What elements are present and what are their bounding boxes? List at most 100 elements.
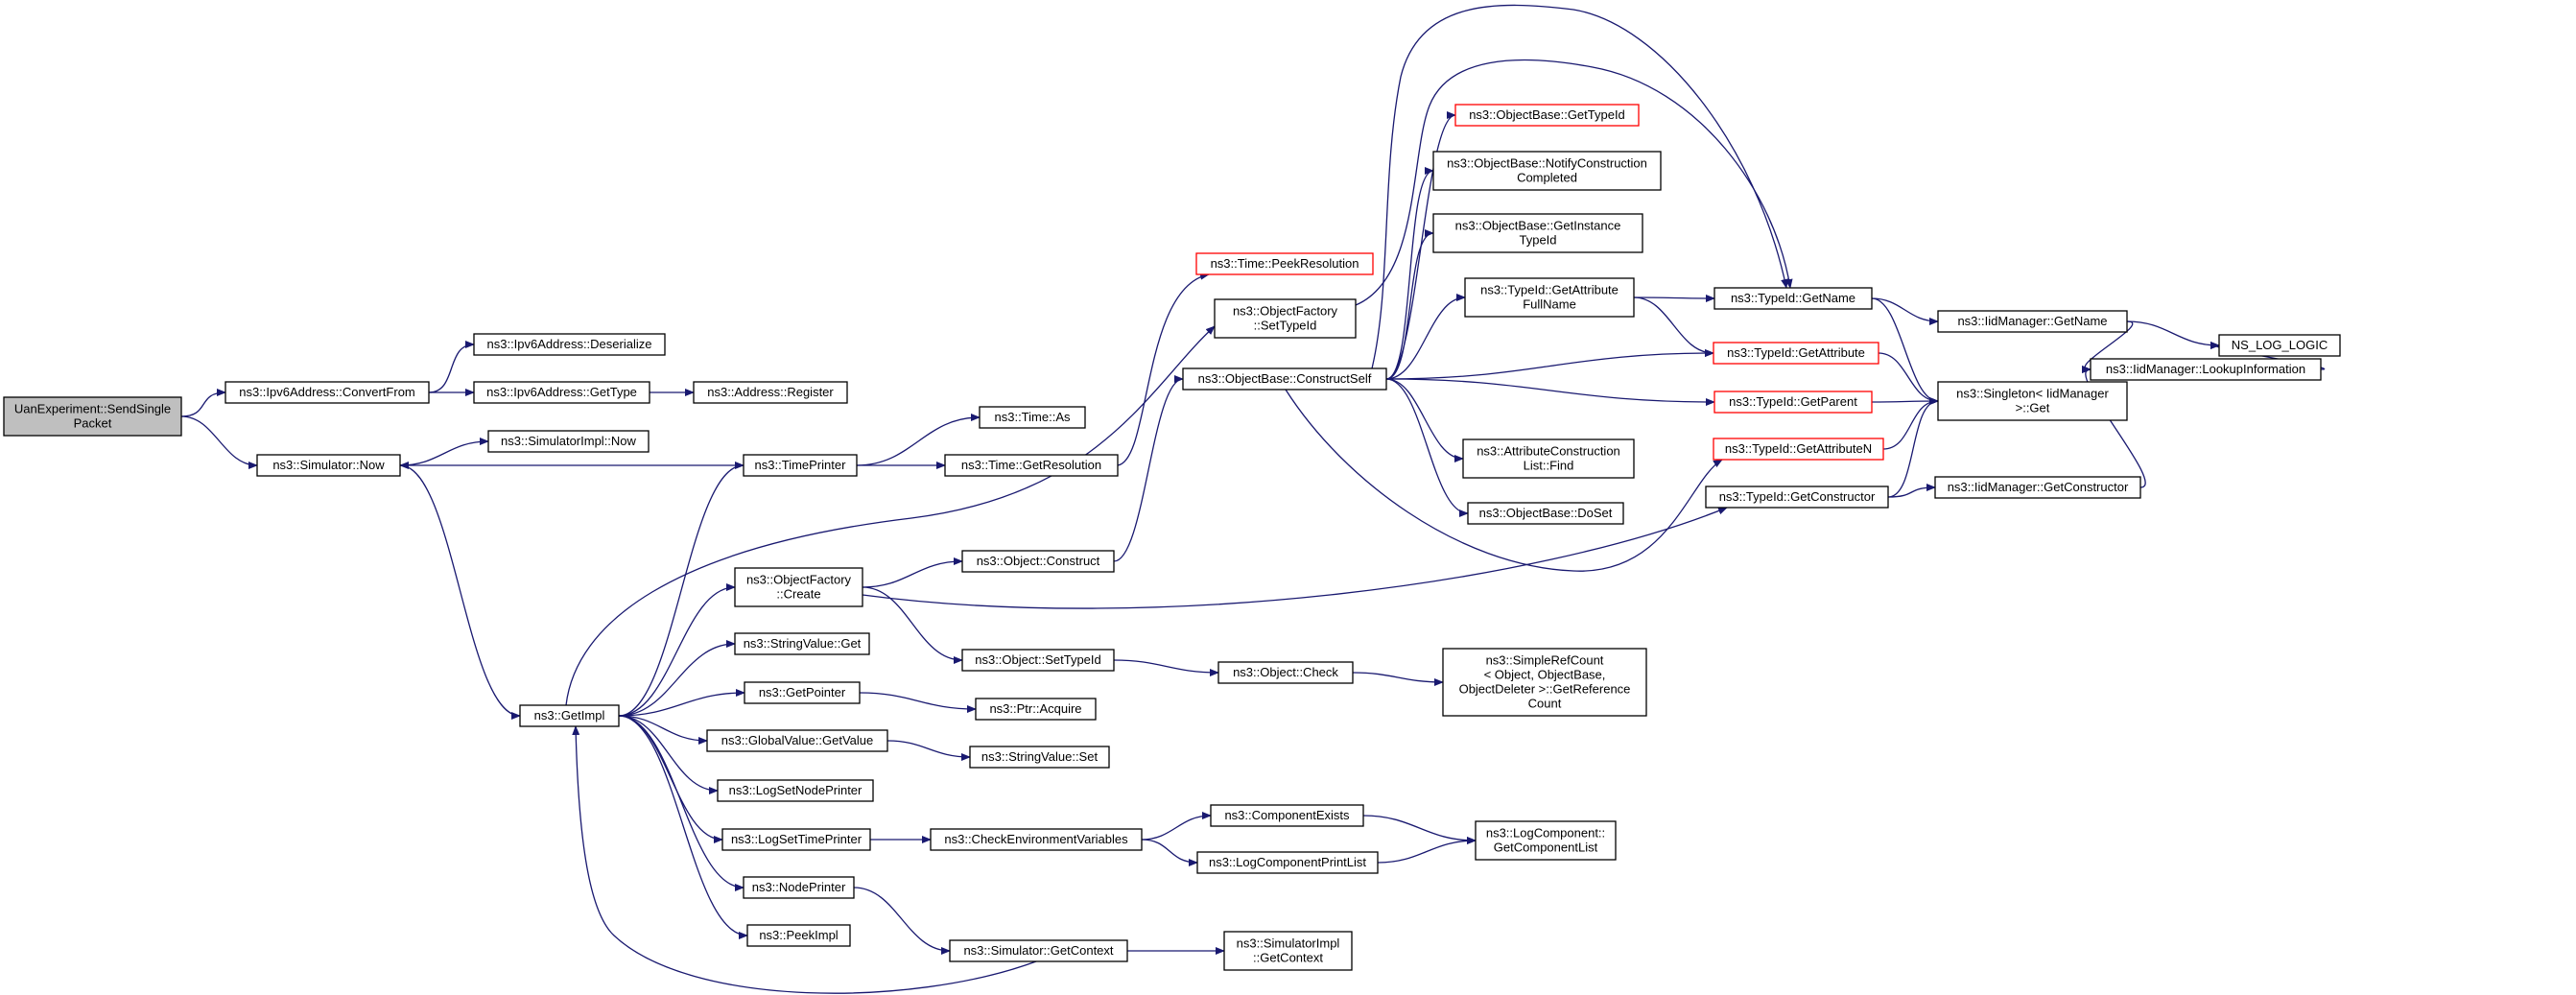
call-edge-ofCreate-to-objSetTypeId bbox=[862, 586, 963, 664]
node-getAttributeN[interactable]: ns3::TypeId::GetAttributeN bbox=[1713, 438, 1884, 461]
node-objSetTypeId[interactable]: ns3::Object::SetTypeId bbox=[961, 649, 1115, 672]
node-label: ns3::Object::SetTypeId bbox=[975, 652, 1101, 667]
node-box bbox=[743, 876, 855, 899]
node-box bbox=[734, 567, 863, 607]
node-label: >::Get bbox=[2016, 401, 2050, 415]
node-timePrinter[interactable]: ns3::TimePrinter bbox=[743, 454, 858, 477]
node-timeGetRes[interactable]: ns3::Time::GetResolution bbox=[944, 454, 1119, 477]
node-label: ns3::LogComponent:: bbox=[1486, 826, 1605, 841]
node-objCheck[interactable]: ns3::Object::Check bbox=[1217, 661, 1354, 684]
call-edge-ofCreate-to-getConstructor bbox=[862, 507, 1728, 609]
node-getImpl[interactable]: ns3::GetImpl bbox=[519, 704, 620, 727]
call-edge-objSetTypeId-to-objCheck bbox=[1113, 659, 1219, 676]
node-box bbox=[930, 828, 1143, 851]
call-edge-objCheck-to-simpleRefCount bbox=[1352, 672, 1444, 686]
node-constructSelf[interactable]: ns3::ObjectBase::ConstructSelf bbox=[1182, 367, 1387, 391]
node-checkEnv[interactable]: ns3::CheckEnvironmentVariables bbox=[930, 828, 1143, 851]
node-nsLogLogic[interactable]: NS_LOG_LOGIC bbox=[2218, 334, 2341, 357]
node-addrRegister[interactable]: ns3::Address::Register bbox=[693, 381, 848, 404]
node-getConstructor[interactable]: ns3::TypeId::GetConstructor bbox=[1705, 486, 1889, 509]
node-label: ns3::StringValue::Set bbox=[981, 749, 1099, 764]
edge-line bbox=[180, 415, 258, 469]
node-label: NS_LOG_LOGIC bbox=[2232, 338, 2328, 352]
call-edge-timePrinter-to-timeAs bbox=[856, 414, 981, 466]
edge-line bbox=[618, 715, 748, 939]
call-edge-typeIdGetName-to-iidGetName bbox=[1871, 297, 1939, 325]
node-iidGetName[interactable]: ns3::IidManager::GetName bbox=[1937, 310, 2128, 333]
call-edge-ofCreate-to-objConstruct bbox=[862, 557, 963, 588]
call-edge-getPointer-to-ptrAcquire bbox=[859, 692, 977, 713]
edge-line bbox=[1113, 659, 1219, 676]
node-notifyConstruction[interactable]: ns3::ObjectBase::NotifyConstructionCompl… bbox=[1432, 151, 1662, 191]
node-logCompPrintList[interactable]: ns3::LogComponentPrintList bbox=[1196, 851, 1379, 874]
node-box bbox=[473, 333, 666, 356]
call-edge-getImpl-to-ofSetTypeId bbox=[565, 325, 1216, 706]
node-getParent[interactable]: ns3::TypeId::GetParent bbox=[1713, 391, 1873, 414]
node-stringGet[interactable]: ns3::StringValue::Get bbox=[734, 632, 870, 655]
call-edge-simNow-to-simImplNow bbox=[399, 438, 489, 466]
node-ofSetTypeId[interactable]: ns3::ObjectFactory::SetTypeId bbox=[1214, 298, 1357, 339]
node-getAttribute[interactable]: ns3::TypeId::GetAttribute bbox=[1713, 342, 1879, 365]
node-simpleRefCount[interactable]: ns3::SimpleRefCount< Object, ObjectBase,… bbox=[1442, 648, 1647, 717]
node-logSetNodePrinter[interactable]: ns3::LogSetNodePrinter bbox=[717, 779, 874, 802]
edge-line bbox=[618, 715, 719, 794]
node-label: ns3::Singleton< IidManager bbox=[1956, 387, 2109, 401]
edge-line bbox=[572, 725, 1037, 994]
node-convertFrom[interactable]: ns3::Ipv6Address::ConvertFrom bbox=[225, 381, 430, 404]
node-ptrAcquire[interactable]: ns3::Ptr::Acquire bbox=[975, 698, 1097, 721]
node-typeIdGetName[interactable]: ns3::TypeId::GetName bbox=[1713, 287, 1873, 310]
node-box bbox=[961, 649, 1115, 672]
node-gvGetValue[interactable]: ns3::GlobalValue::GetValue bbox=[706, 729, 888, 752]
node-obGetTypeId[interactable]: ns3::ObjectBase::GetTypeId bbox=[1454, 104, 1640, 127]
node-getComponentList[interactable]: ns3::LogComponent::GetComponentList bbox=[1475, 820, 1617, 861]
node-box bbox=[2090, 358, 2322, 381]
node-objConstruct[interactable]: ns3::Object::Construct bbox=[961, 550, 1115, 573]
call-edge-timeGetRes-to-peekRes bbox=[1117, 272, 1210, 466]
node-lookupInfo[interactable]: ns3::IidManager::LookupInformation bbox=[2090, 358, 2322, 381]
edge-line bbox=[1117, 272, 1210, 466]
edge-line bbox=[618, 715, 708, 745]
node-getPointer[interactable]: ns3::GetPointer bbox=[744, 681, 861, 704]
node-label: ns3::GlobalValue::GetValue bbox=[721, 733, 874, 747]
call-edge-nodePrinter-to-simGetContext bbox=[853, 887, 951, 955]
node-box bbox=[487, 430, 650, 453]
node-label: ns3::TypeId::GetConstructor bbox=[1719, 489, 1876, 504]
edge-line bbox=[1371, 4, 1789, 369]
node-simNow[interactable]: ns3::Simulator::Now bbox=[256, 454, 401, 477]
node-box bbox=[1713, 342, 1879, 365]
node-label: < Object, ObjectBase, bbox=[1484, 668, 1606, 682]
node-iidGetConstructor[interactable]: ns3::IidManager::GetConstructor bbox=[1934, 476, 2141, 499]
edge-line bbox=[1385, 229, 1434, 380]
node-componentExists[interactable]: ns3::ComponentExists bbox=[1210, 804, 1364, 827]
node-nodePrinter[interactable]: ns3::NodePrinter bbox=[743, 876, 855, 899]
node-label: ns3::CheckEnvironmentVariables bbox=[944, 832, 1128, 846]
node-simImplGetContext[interactable]: ns3::SimulatorImpl::GetContext bbox=[1223, 931, 1353, 971]
node-label: GetComponentList bbox=[1494, 841, 1598, 855]
call-edge-getImpl-to-peekImpl bbox=[618, 715, 748, 939]
call-edge-getParent-to-singletonGet bbox=[1871, 397, 1939, 406]
node-box bbox=[1223, 931, 1353, 971]
node-peekImpl[interactable]: ns3::PeekImpl bbox=[746, 924, 851, 947]
node-ofCreate[interactable]: ns3::ObjectFactory::Create bbox=[734, 567, 863, 607]
node-singletonGet[interactable]: ns3::Singleton< IidManager >::Get bbox=[1937, 381, 2128, 421]
call-edge-iidGetName-to-nsLogLogic bbox=[2126, 320, 2220, 349]
node-doSet[interactable]: ns3::ObjectBase::DoSet bbox=[1467, 502, 1624, 525]
edge-line bbox=[1355, 59, 1793, 306]
node-stringSet[interactable]: ns3::StringValue::Set bbox=[969, 746, 1110, 769]
node-simImplNow[interactable]: ns3::SimulatorImpl::Now bbox=[487, 430, 650, 453]
node-box bbox=[944, 454, 1119, 477]
node-box bbox=[1937, 381, 2128, 421]
node-simGetContext[interactable]: ns3::Simulator::GetContext bbox=[949, 939, 1128, 962]
node-label: ns3::GetImpl bbox=[534, 708, 605, 723]
node-deserialize[interactable]: ns3::Ipv6Address::Deserialize bbox=[473, 333, 666, 356]
node-logSetTimePrinter[interactable]: ns3::LogSetTimePrinter bbox=[721, 828, 871, 851]
node-getType[interactable]: ns3::Ipv6Address::GetType bbox=[473, 381, 650, 404]
edge-line bbox=[565, 325, 1216, 706]
node-label: ns3::IidManager::GetConstructor bbox=[1948, 480, 2129, 494]
node-timeAs[interactable]: ns3::Time::As bbox=[979, 406, 1086, 429]
node-peekRes[interactable]: ns3::Time::PeekResolution bbox=[1195, 252, 1374, 275]
